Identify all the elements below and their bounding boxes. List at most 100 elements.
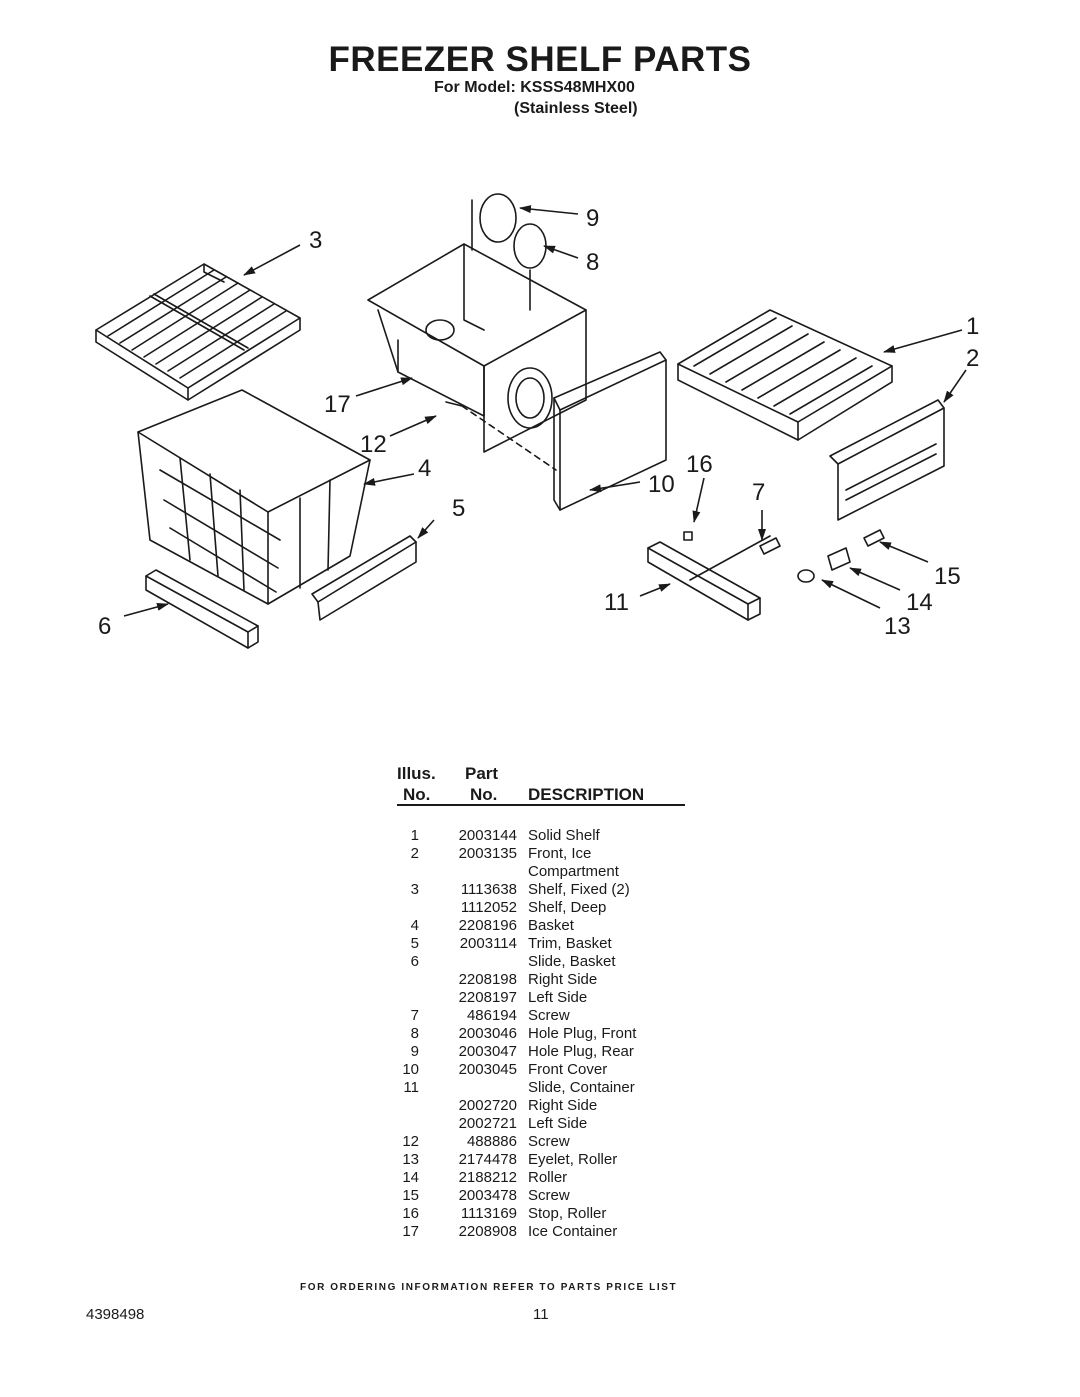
callout-4: 4 xyxy=(418,455,431,482)
illus-number: 5 xyxy=(410,935,419,952)
part-description: Left Side xyxy=(528,1115,588,1132)
part-description: Stop, Roller xyxy=(528,1205,607,1222)
part-description: Compartment xyxy=(528,863,619,880)
callout-9: 9 xyxy=(586,205,599,232)
part-description: Screw xyxy=(528,1133,570,1150)
wire-basket-drawing xyxy=(137,389,371,605)
part-description: Screw xyxy=(528,1007,570,1024)
part-description: Screw xyxy=(528,1187,570,1204)
part-description: Ice Container xyxy=(528,1223,618,1240)
header-part-bottom: No. xyxy=(470,785,498,804)
header-divider xyxy=(397,804,685,806)
illus-number: 12 xyxy=(402,1133,419,1150)
part-number: 1113169 xyxy=(460,1205,517,1222)
part-number: 2003114 xyxy=(459,935,517,952)
callout-13: 13 xyxy=(884,613,911,640)
part-description: Slide, Basket xyxy=(528,953,616,970)
part-number: 1112052 xyxy=(460,899,517,916)
part-number: 2208197 xyxy=(458,989,517,1006)
fixed-wire-shelf-drawing xyxy=(95,263,301,401)
callout-8: 8 xyxy=(586,249,599,276)
header-illus-top: Illus. xyxy=(397,764,436,783)
illus-number: 16 xyxy=(402,1205,419,1222)
illus-number: 9 xyxy=(410,1043,419,1060)
table-row: Compartment xyxy=(0,863,1080,881)
model-finish: (Stainless Steel) xyxy=(514,100,638,117)
model-number: For Model: KSSS48MHX00 xyxy=(434,79,635,96)
part-number: 2208908 xyxy=(458,1223,517,1240)
part-number: 2003478 xyxy=(458,1187,517,1204)
illus-number: 10 xyxy=(402,1061,419,1078)
table-row: 10 2003045 Front Cover xyxy=(0,1061,1080,1079)
illus-number: 1 xyxy=(410,827,419,844)
callout-11: 11 xyxy=(604,589,629,616)
callout-2: 2 xyxy=(966,345,979,372)
table-row: 12 488886 Screw xyxy=(0,1133,1080,1151)
header-illus-bottom: No. xyxy=(403,785,431,804)
header-part-top: Part xyxy=(465,764,499,783)
part-number: 2003144 xyxy=(458,827,517,844)
table-row: 7 486194 Screw xyxy=(0,1007,1080,1025)
front-cover-drawing xyxy=(553,351,667,511)
table-row: 2208197 Left Side xyxy=(0,989,1080,1007)
part-description: Eyelet, Roller xyxy=(528,1151,618,1168)
callout-15: 15 xyxy=(934,563,961,590)
part-number: 2188212 xyxy=(458,1169,517,1186)
basket-slide-drawing xyxy=(145,569,259,649)
part-description: Shelf, Deep xyxy=(528,899,607,916)
part-description: Front, Ice xyxy=(528,845,592,862)
table-row: 2002721 Left Side xyxy=(0,1115,1080,1133)
part-description: Right Side xyxy=(528,971,598,988)
ice-front-drawing xyxy=(829,399,945,521)
callout-17: 17 xyxy=(324,391,351,418)
part-description: Slide, Container xyxy=(528,1079,635,1096)
part-number: 2003135 xyxy=(458,845,517,862)
callout-6: 6 xyxy=(98,613,111,640)
callout-3: 3 xyxy=(309,227,322,254)
part-description: Left Side xyxy=(528,989,588,1006)
part-description: Solid Shelf xyxy=(528,827,600,844)
callout-14: 14 xyxy=(906,589,933,616)
illus-number: 7 xyxy=(410,1007,419,1024)
illus-number: 2 xyxy=(410,845,419,862)
part-number: 1113638 xyxy=(460,881,517,898)
part-number: 2208196 xyxy=(458,917,517,934)
part-description: Right Side xyxy=(528,1097,598,1114)
callout-1: 1 xyxy=(966,313,979,340)
illus-number: 3 xyxy=(410,881,419,898)
page-title: FREEZER SHELF PARTS xyxy=(328,40,752,79)
part-number: 2003045 xyxy=(458,1061,517,1078)
part-description: Front Cover xyxy=(528,1061,608,1078)
header-description: DESCRIPTION xyxy=(528,785,645,804)
illus-number: 17 xyxy=(402,1223,419,1240)
page-number: 11 xyxy=(533,1306,549,1323)
callout-5: 5 xyxy=(452,495,465,522)
part-number: 486194 xyxy=(466,1007,517,1024)
illus-number: 11 xyxy=(403,1079,419,1096)
ice-container-drawing xyxy=(367,199,587,453)
table-row: 5 2003114 Trim, Basket xyxy=(0,935,1080,953)
container-slide-drawing xyxy=(647,529,885,621)
illus-number: 6 xyxy=(410,953,419,970)
illus-number: 13 xyxy=(402,1151,419,1168)
part-description: Roller xyxy=(528,1169,568,1186)
part-number: 2002721 xyxy=(458,1115,517,1132)
table-row: 11 Slide, Container xyxy=(0,1079,1080,1097)
callout-16: 16 xyxy=(686,451,713,478)
callout-12: 12 xyxy=(360,431,387,458)
table-row: 16 1113169 Stop, Roller xyxy=(0,1205,1080,1223)
part-number: 2003047 xyxy=(458,1043,517,1060)
part-description: Trim, Basket xyxy=(528,935,612,952)
basket-trim-drawing xyxy=(311,535,417,621)
part-number: 488886 xyxy=(466,1133,517,1150)
illus-number: 8 xyxy=(410,1025,419,1042)
